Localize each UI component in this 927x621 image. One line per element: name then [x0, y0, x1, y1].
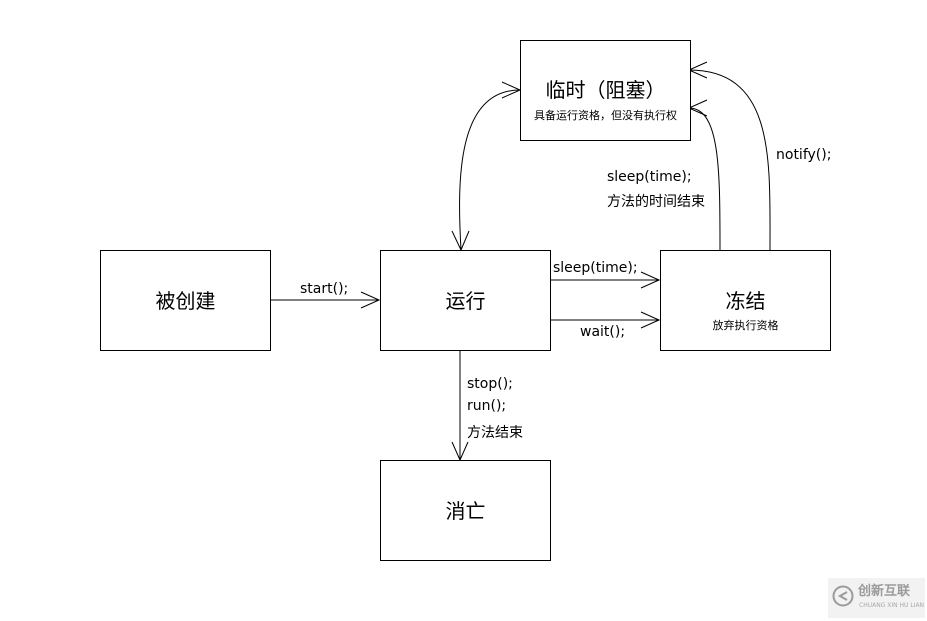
- arrowhead-start: [360, 291, 381, 309]
- watermark-brand: 创新互联: [858, 584, 911, 599]
- edge-label-wait: wait();: [580, 324, 626, 340]
- brand-logo-icon: [832, 585, 854, 607]
- node-running: 运行: [380, 250, 551, 351]
- node-created-title: 被创建: [155, 289, 216, 313]
- node-temporary-subtitle: 具备运行资格，但没有执行权: [534, 109, 677, 122]
- arrowhead-wait: [640, 311, 661, 329]
- edge-label-sleep-to-frozen: sleep(time);: [553, 260, 638, 276]
- watermark-brand-sub: CHUANG XIN HU LIAN: [859, 602, 925, 609]
- node-created: 被创建: [100, 250, 271, 351]
- node-dead-title: 消亡: [445, 499, 486, 523]
- edge-label-start: start();: [300, 281, 349, 297]
- edge-label-stop-line1: stop();: [467, 376, 513, 392]
- edge-label-stop-line3: 方法结束: [467, 425, 523, 441]
- arrow-sleep-back: [688, 107, 721, 251]
- node-frozen: 冻结 放弃执行资格: [660, 250, 831, 351]
- watermark: 创新互联 CHUANG XIN HU LIAN: [828, 578, 925, 618]
- node-dead: 消亡: [380, 460, 551, 561]
- arrow-running-temporary: [459, 89, 521, 251]
- node-frozen-title: 冻结: [725, 289, 766, 313]
- node-frozen-subtitle: 放弃执行资格: [712, 319, 779, 332]
- node-temporary: 临时（阻塞） 具备运行资格，但没有执行权: [520, 40, 691, 141]
- edge-label-stop-line2: run();: [467, 398, 507, 414]
- arrow-notify: [688, 69, 771, 251]
- node-temporary-title: 临时（阻塞）: [545, 78, 666, 102]
- arrowhead-sleep-to-frozen: [640, 271, 661, 289]
- edge-label-sleep-back-line1: sleep(time);: [607, 169, 692, 185]
- edge-label-notify: notify();: [776, 147, 832, 163]
- node-running-title: 运行: [445, 289, 486, 313]
- edge-label-sleep-back-line2: 方法的时间结束: [607, 194, 705, 210]
